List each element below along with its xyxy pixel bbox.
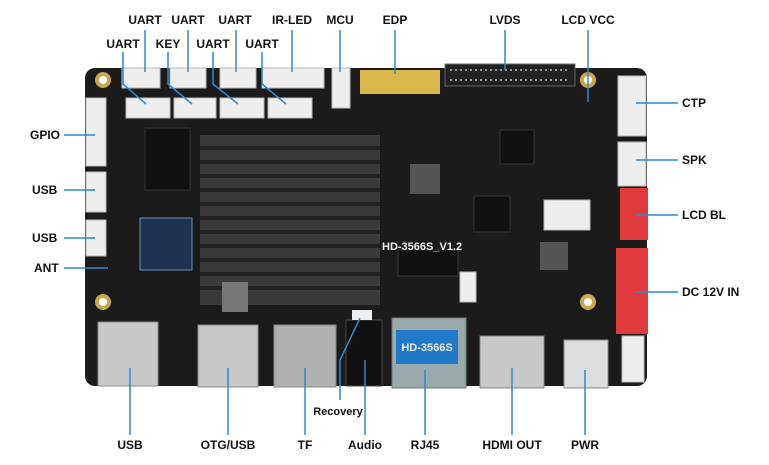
label-uart-5: UART (196, 37, 230, 51)
label-spk: SPK (682, 153, 707, 167)
label-edp: EDP (382, 13, 408, 27)
lvds-header (444, 63, 576, 87)
emmc-chip (144, 127, 191, 191)
tf-slot (273, 324, 337, 388)
label-lvds: LVDS (489, 13, 521, 27)
pwr-switch (563, 339, 609, 389)
label-uart-2: UART (171, 13, 205, 27)
label-lcd-vcc: LCD VCC (561, 13, 615, 27)
label-pwr: PWR (571, 438, 599, 452)
edp-connector (360, 70, 440, 94)
label-lcd-bl: LCD BL (682, 208, 726, 222)
recovery-button (352, 310, 372, 320)
label-uart-4: UART (106, 37, 140, 51)
wifi-module (139, 217, 193, 271)
label-ant: ANT (34, 261, 59, 275)
leader-lines (64, 30, 678, 435)
label-hdmi-out: HDMI OUT (482, 438, 542, 452)
label-mcu: MCU (326, 13, 354, 27)
label-usb-left-1: USB (32, 183, 58, 197)
rj45-sticker-text: HD-3566S (401, 342, 452, 354)
label-uart-1: UART (128, 13, 162, 27)
usb-port (97, 321, 159, 387)
label-uart-6: UART (245, 37, 279, 51)
label-recovery: Recovery (313, 406, 363, 418)
lcd-bl-connector (620, 188, 648, 240)
label-ir-led: IR-LED (272, 13, 312, 27)
label-ctp: CTP (682, 96, 706, 110)
dc-in-connector (616, 248, 648, 334)
label-rj45: RJ45 (410, 438, 440, 452)
label-dc-12v-in: DC 12V IN (682, 285, 740, 299)
audio-jack (345, 319, 383, 387)
label-key: KEY (155, 37, 181, 51)
board-model-silkscreen: HD-3566S_V1.2 (382, 241, 462, 253)
label-audio: Audio (348, 438, 382, 452)
rj45-sticker (396, 330, 458, 364)
label-usb-bottom: USB (117, 438, 143, 452)
label-tf: TF (297, 438, 313, 452)
label-uart-3: UART (218, 13, 252, 27)
label-usb-left-2: USB (32, 231, 58, 245)
top-connectors (121, 67, 351, 119)
label-gpio: GPIO (30, 128, 61, 142)
label-otg-usb: OTG/USB (200, 438, 256, 452)
